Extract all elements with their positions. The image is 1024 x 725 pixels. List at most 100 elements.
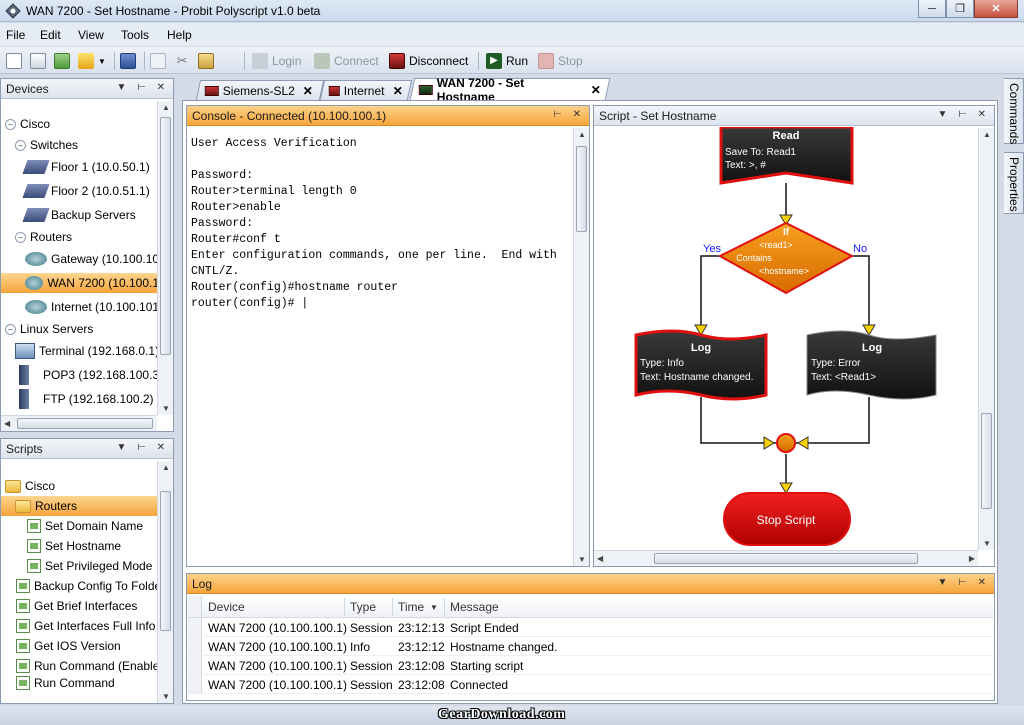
tree-item-device[interactable]: Internet (10.100.101 — [25, 297, 157, 317]
table-row[interactable]: WAN 7200 (10.100.100.1) Session 23:12:13… — [188, 618, 993, 637]
menu-bar: File Edit View Tools Help — [0, 23, 1024, 46]
tree-item-switches[interactable]: –Switches — [15, 135, 78, 155]
table-row[interactable]: WAN 7200 (10.100.100.1) Session 23:12:08… — [188, 656, 993, 675]
svg-text:Type: Info: Type: Info — [640, 358, 684, 369]
tree-item-routers[interactable]: –Routers — [15, 227, 72, 247]
script-item[interactable]: Get IOS Version — [16, 636, 121, 656]
tab-properties[interactable]: Properties — [1004, 152, 1024, 214]
panel-pin-icon[interactable]: ▼ ⊢ ✕ — [937, 577, 990, 588]
tree-item-cisco[interactable]: –Cisco — [5, 114, 50, 134]
scripts-vertical-scrollbar[interactable]: ▲ ▼ — [157, 461, 173, 703]
new-device-button[interactable] — [30, 52, 50, 70]
tab-siemens-sl2[interactable]: Siemens-SL2✕ — [195, 80, 325, 100]
tree-item-device[interactable]: FTP (192.168.100.2) — [15, 389, 154, 409]
script-item[interactable]: Get Brief Interfaces — [16, 596, 137, 616]
script-item[interactable]: Set Privileged Mode — [27, 556, 152, 576]
menu-tools[interactable]: Tools — [121, 28, 150, 42]
tab-commands[interactable]: Commands — [1004, 78, 1024, 144]
script-horizontal-scrollbar[interactable]: ◀ ▶ — [594, 550, 978, 566]
new-device-icon — [30, 53, 46, 69]
tree-item-device[interactable]: Floor 2 (10.0.51.1) — [22, 181, 150, 201]
save-button[interactable] — [120, 52, 140, 70]
merge-node[interactable] — [776, 433, 796, 453]
col-device[interactable]: Device — [208, 600, 245, 614]
tab-wan7200-set-hostname[interactable]: WAN 7200 - Set Hostname✕ — [409, 76, 611, 104]
table-row[interactable]: WAN 7200 (10.100.100.1) Info 23:12:12 Ho… — [188, 637, 993, 656]
script-vertical-scrollbar[interactable]: ▲ ▼ — [978, 128, 994, 550]
tree-item-device[interactable]: POP3 (192.168.100.3) — [15, 365, 157, 385]
paste-button[interactable] — [198, 52, 218, 70]
menu-help[interactable]: Help — [167, 28, 192, 42]
save-icon — [120, 53, 136, 69]
panel-pin-icon[interactable]: ⊢ ✕ — [553, 109, 585, 120]
menu-view[interactable]: View — [78, 28, 104, 42]
disconnect-button[interactable]: Disconnect — [389, 52, 468, 70]
panel-pin-icon[interactable]: ▼ ⊢ ✕ — [116, 82, 169, 93]
col-type[interactable]: Type — [350, 600, 377, 614]
new-button[interactable] — [6, 52, 26, 70]
close-tab-icon[interactable]: ✕ — [590, 82, 601, 97]
minimize-button[interactable]: ─ — [918, 0, 946, 18]
script-folder-routers[interactable]: Routers — [1, 496, 157, 516]
lightning-icon — [78, 53, 94, 69]
collapse-icon[interactable]: – — [5, 323, 16, 335]
tree-item-device[interactable]: Terminal (192.168.0.1) — [15, 341, 157, 361]
restore-icon: ❐ — [955, 3, 965, 15]
flowchart: Read Save To: Read1 Text: >, # If <read1… — [634, 127, 937, 546]
table-row[interactable]: WAN 7200 (10.100.100.1) Session 23:12:08… — [188, 675, 993, 694]
menu-edit[interactable]: Edit — [40, 28, 61, 42]
devices-vertical-scrollbar[interactable]: ▲ ▼ — [157, 101, 173, 415]
if-decision-node[interactable]: If <read1> Contains <hostname> — [717, 221, 855, 295]
script-icon — [27, 559, 41, 573]
col-time[interactable]: Time — [398, 600, 425, 614]
close-tab-icon[interactable]: ✕ — [302, 83, 314, 98]
close-tab-icon[interactable]: ✕ — [392, 83, 403, 98]
menu-file[interactable]: File — [6, 28, 26, 42]
svg-text:Stop Script: Stop Script — [757, 513, 816, 527]
close-window-button[interactable]: ✕ — [974, 0, 1018, 18]
svg-text:Text: Hostname changed.: Text: Hostname changed. — [640, 372, 753, 383]
panel-pin-icon[interactable]: ▼ ⊢ ✕ — [937, 109, 990, 120]
cut-button[interactable]: ✂ — [174, 52, 194, 70]
collapse-icon[interactable]: – — [15, 231, 26, 243]
log-info-node[interactable]: Log Type: Info Text: Hostname changed. — [634, 329, 768, 401]
stop-script-node[interactable]: Stop Script — [723, 492, 851, 546]
log-error-node[interactable]: Log Type: Error Text: <Read1> — [806, 330, 937, 400]
script-item[interactable]: Set Domain Name — [27, 516, 143, 536]
run-button[interactable]: ▶Run — [486, 52, 528, 70]
app-icon — [5, 3, 21, 19]
devices-horizontal-scrollbar[interactable]: ◀ — [1, 415, 157, 431]
collapse-icon[interactable]: – — [5, 118, 16, 130]
tree-item-linux-servers[interactable]: –Linux Servers — [5, 319, 93, 339]
collapse-icon[interactable]: – — [15, 139, 26, 151]
panel-pin-icon[interactable]: ▼ ⊢ ✕ — [116, 442, 169, 453]
script-item[interactable]: Get Interfaces Full Info — [16, 616, 155, 636]
maximize-button[interactable]: ❐ — [946, 0, 974, 18]
script-item[interactable]: Set Hostname — [27, 536, 121, 556]
tree-item-device[interactable]: Backup Servers — [22, 205, 136, 225]
console-output[interactable]: User Access Verification Password: Route… — [191, 137, 557, 310]
connect-button[interactable]: Connect — [314, 52, 379, 70]
tree-item-device-selected[interactable]: WAN 7200 (10.100.1 — [1, 273, 157, 293]
console-panel-header: Console - Connected (10.100.100.1) ⊢ ✕ — [187, 106, 589, 126]
new-script-button[interactable] — [54, 52, 74, 70]
connect-icon — [314, 53, 330, 69]
login-button[interactable]: Login — [252, 52, 301, 70]
copy-button[interactable] — [150, 52, 170, 70]
script-item[interactable]: Backup Config To Folde — [16, 576, 157, 596]
log-header-row: Device Type Time ▼ Message — [188, 596, 993, 618]
script-folder-cisco[interactable]: Cisco — [5, 476, 55, 496]
stop-button[interactable]: Stop — [538, 52, 583, 70]
flowchart-canvas[interactable]: Read Save To: Read1 Text: >, # If <read1… — [594, 127, 978, 549]
tab-internet[interactable]: Internet✕ — [319, 80, 413, 100]
console-vertical-scrollbar[interactable]: ▲ ▼ — [573, 128, 589, 566]
tree-item-device[interactable]: Floor 1 (10.0.50.1) — [22, 157, 150, 177]
tree-item-device[interactable]: Gateway (10.100.102 — [25, 249, 157, 269]
read-node[interactable]: Read Save To: Read1 Text: >, # — [719, 127, 854, 185]
lightning-button[interactable]: ▼ — [78, 52, 106, 70]
status-bar — [0, 706, 1024, 725]
script-item[interactable]: Run Command — [16, 676, 115, 690]
svg-text:Log: Log — [862, 342, 882, 354]
script-item[interactable]: Run Command (Enable — [16, 656, 157, 676]
col-message[interactable]: Message — [450, 600, 499, 614]
